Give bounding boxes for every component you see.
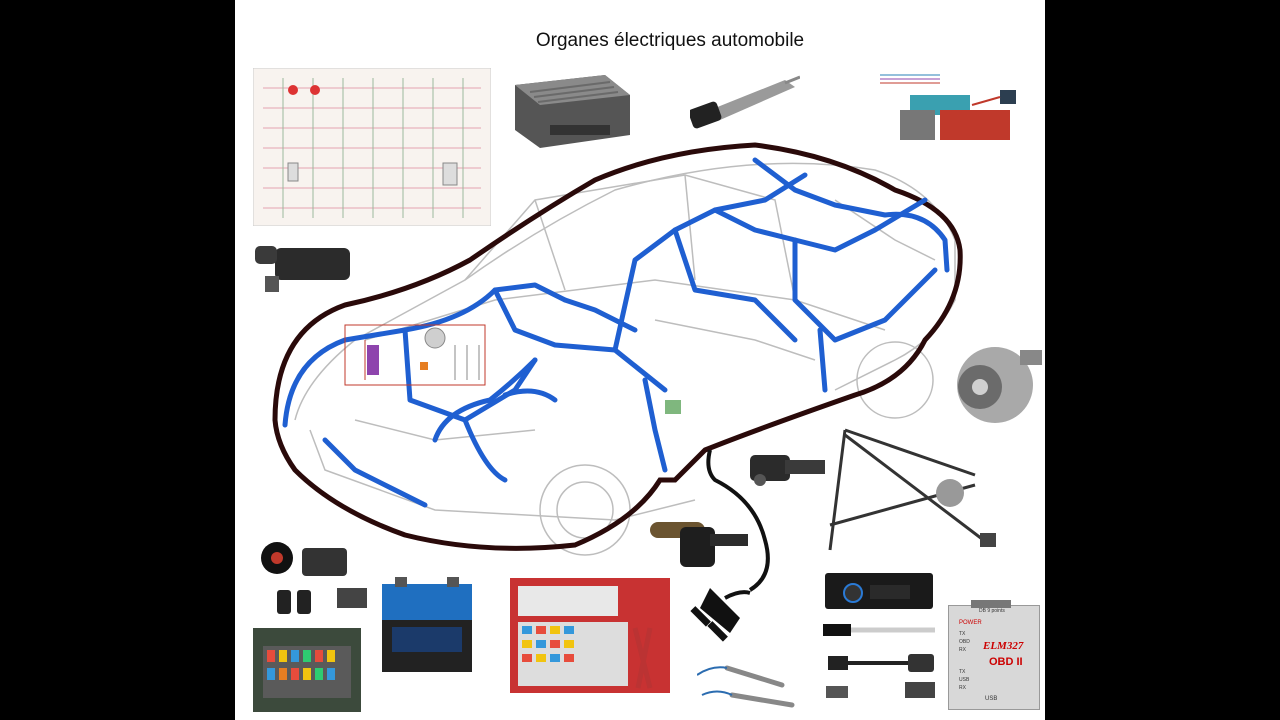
obd-label: OBD II: [989, 656, 1023, 668]
fuse-box-image: [253, 628, 361, 712]
obd-power-label: POWER: [959, 620, 982, 626]
led-rx: RX: [959, 647, 966, 653]
pressure-sensor-image: [255, 246, 350, 292]
diagram-canvas: Organes électriques automobile: [235, 0, 1045, 720]
power-cord: [706, 449, 770, 592]
car-wiring-illustration: [272, 142, 963, 592]
battery-image: [382, 577, 472, 672]
led-usb: USB: [959, 677, 970, 683]
car-radio-image: [825, 573, 933, 609]
alternator-image: [957, 347, 1042, 423]
page-title: Organes électriques automobile: [535, 30, 805, 51]
led-rx-usb: RX: [959, 685, 966, 691]
wiring-harness: [282, 157, 950, 508]
led-tx-usb: TX: [959, 669, 966, 675]
obd-led-list: TX OBD RX: [959, 630, 970, 654]
crank-sensor-image: [650, 522, 748, 567]
ignition-schematic: [344, 324, 486, 386]
obd-brand: ELM327: [983, 640, 1024, 652]
obd-interface: DB 9 points POWER ELM327 OBD II TX OBD R…: [948, 600, 1040, 710]
plug-icon: [690, 588, 751, 642]
obd-top-label: DB 9 points: [979, 608, 1005, 614]
car-body-lines: [294, 162, 956, 556]
connector-kit-image: [510, 578, 670, 693]
obd-cables-image: [823, 624, 935, 698]
obd-usb-label: USB: [985, 696, 998, 702]
ignition-diagram-image: [880, 65, 1040, 160]
led-tx: TX: [959, 631, 966, 637]
obd-led-list-usb: TX USB RX: [959, 668, 969, 692]
cam-sensor-image: [750, 455, 825, 486]
led-obd: OBD: [959, 639, 970, 645]
lambda-probes-image: [697, 665, 795, 708]
alarm-kit-image: [261, 542, 367, 614]
obd-db9-port: [971, 600, 1011, 608]
injector-image: [690, 75, 800, 129]
relay-module: [665, 400, 681, 414]
wiring-schematic-image: [253, 68, 491, 226]
window-regulator-image: [828, 428, 996, 551]
ecu-image: [515, 75, 630, 148]
car-outline: [272, 142, 963, 551]
